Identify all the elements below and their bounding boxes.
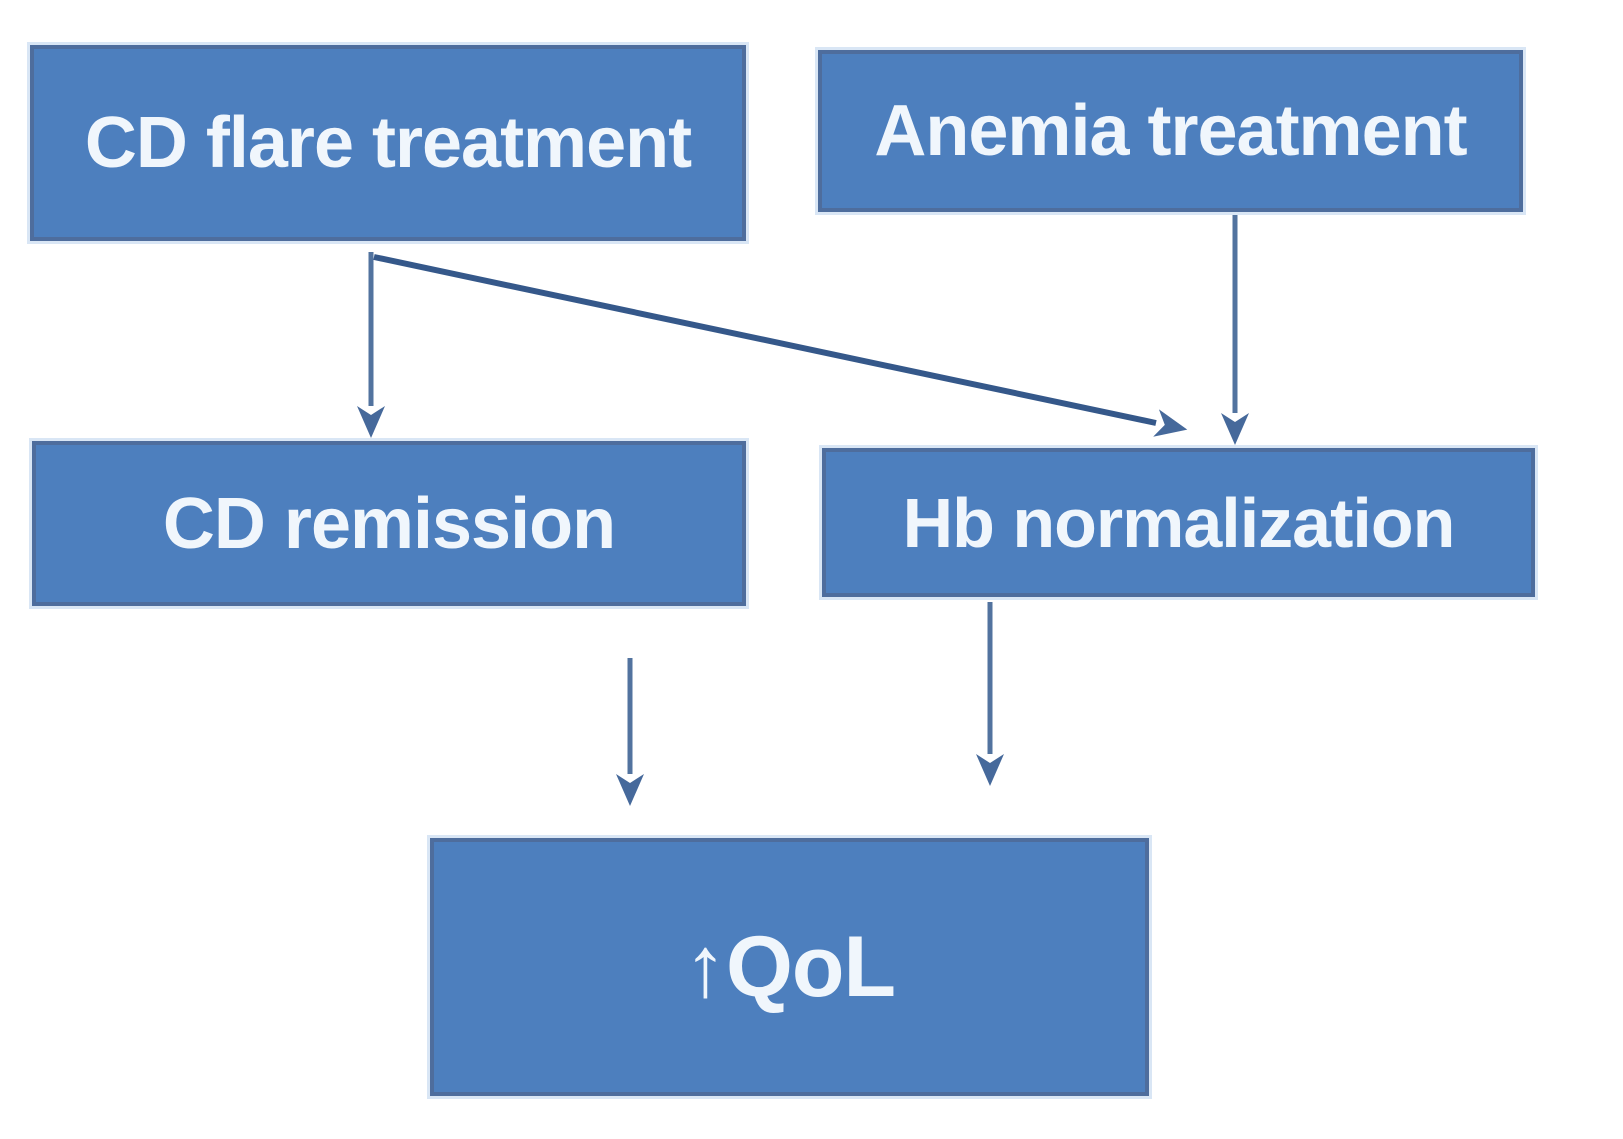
edge-cd-flare-to-hb-normalization <box>373 254 1188 437</box>
node-qol-increase: ↑QoL <box>430 838 1149 1096</box>
node-cd-flare-treatment: CD flare treatment <box>30 45 746 241</box>
node-label-cd-remission: CD remission <box>162 483 616 564</box>
node-label-hb-normalization: Hb normalization <box>902 483 1456 562</box>
node-label-cd-flare-treatment: CD flare treatment <box>84 103 692 183</box>
node-cd-remission: CD remission <box>32 441 746 606</box>
node-label-anemia-treatment: Anemia treatment <box>874 91 1467 171</box>
node-hb-normalization: Hb normalization <box>822 448 1535 597</box>
node-label-qol-increase: ↑QoL <box>684 919 896 1015</box>
node-anemia-treatment: Anemia treatment <box>818 50 1523 212</box>
